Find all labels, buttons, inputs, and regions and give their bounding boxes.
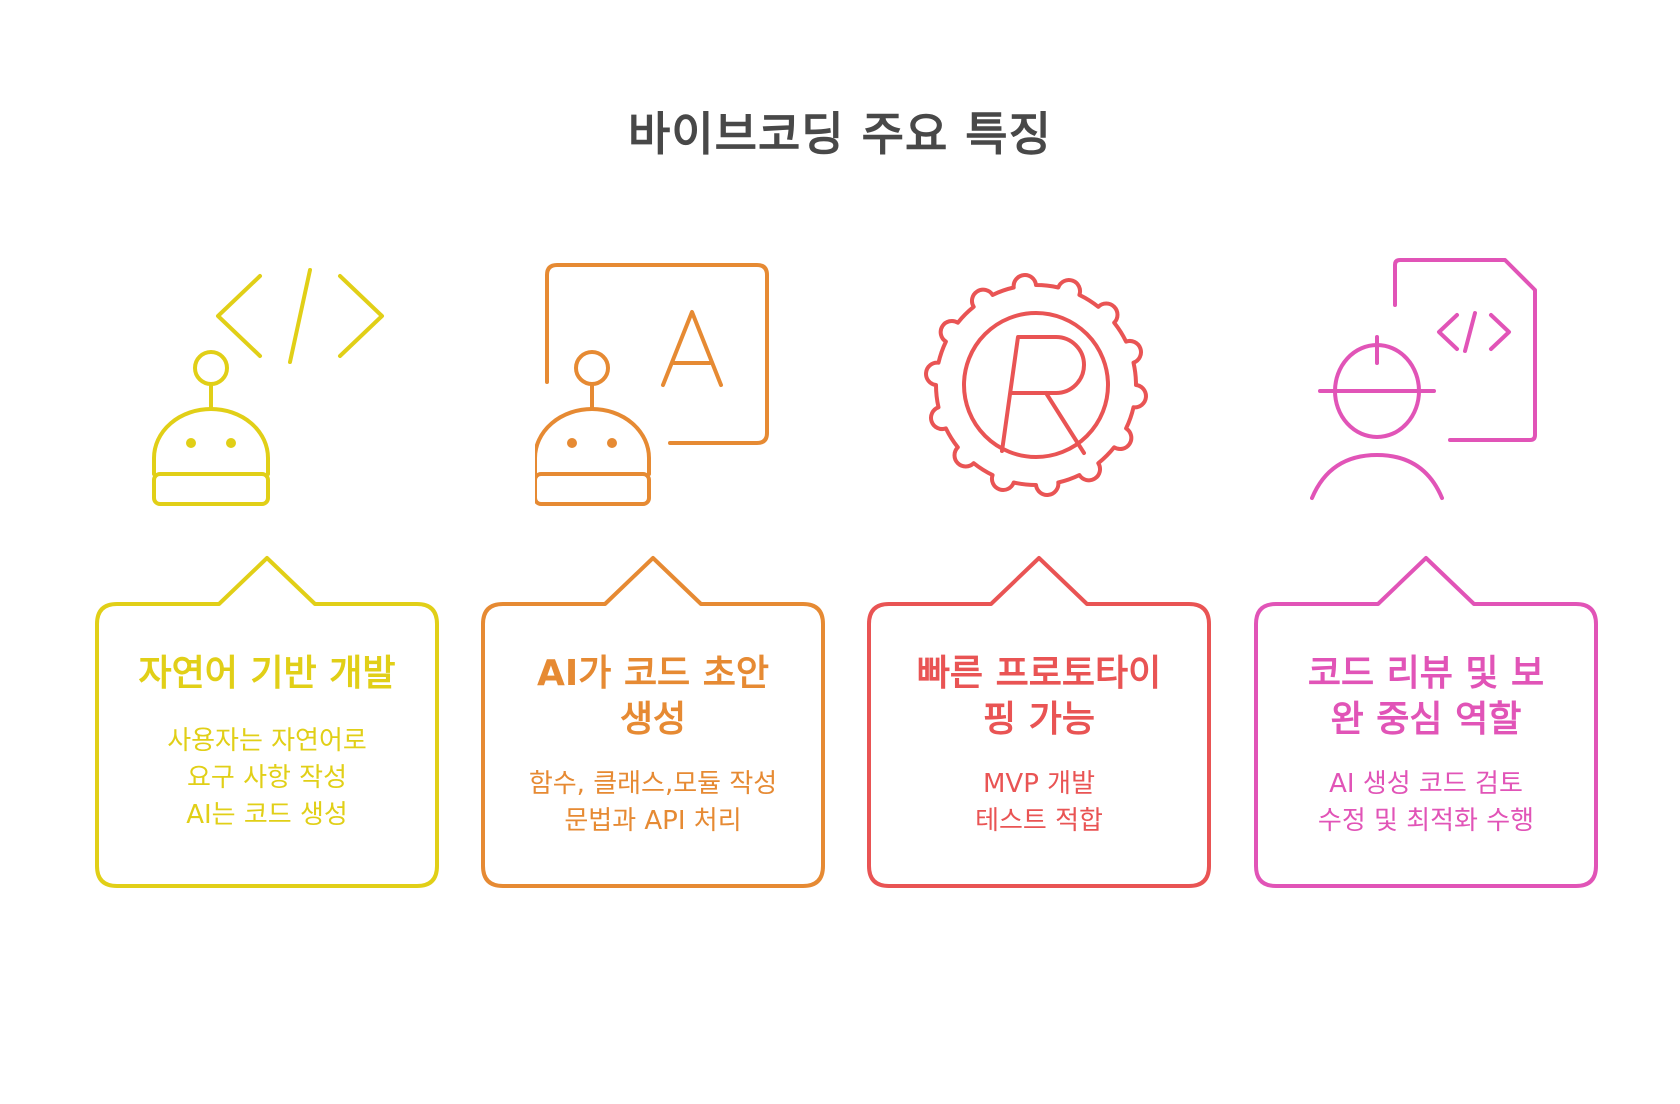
card-heading: 코드 리뷰 및 보 완 중심 역할 <box>1307 653 1545 740</box>
card-description: AI 생성 코드 검토 수정 및 최적화 수행 <box>1317 769 1535 836</box>
card-description: 함수, 클래스,모듈 작성 문법과 API 처리 <box>528 769 778 836</box>
robot-font-icon <box>533 255 775 515</box>
feature-card-rapid-prototyping: 빠른 프로토타이 핑 가능 MVP 개발 테스트 적합 <box>867 546 1211 896</box>
feature-card-ai-draft: AI가 코드 초안 생성 함수, 클래스,모듈 작성 문법과 API 처리 <box>481 546 825 896</box>
card-description: MVP 개발 테스트 적합 <box>975 769 1103 836</box>
robot-code-icon <box>147 255 387 515</box>
page-title: 바이브코딩 주요 특징 <box>628 107 1052 161</box>
card-heading: 자연어 기반 개발 <box>138 653 396 694</box>
card-heading: AI가 코드 초안 생성 <box>537 653 769 740</box>
feature-card-natural-language: 자연어 기반 개발 사용자는 자연어로 요구 사항 작성 AI는 코드 생성 <box>95 546 439 896</box>
feature-card-code-review: 코드 리뷰 및 보 완 중심 역할 AI 생성 코드 검토 수정 및 최적화 수… <box>1254 546 1598 896</box>
card-heading: 빠른 프로토타이 핑 가능 <box>916 653 1162 740</box>
card-description: 사용자는 자연어로 요구 사항 작성 AI는 코드 생성 <box>167 726 367 830</box>
gear-r-icon <box>916 255 1156 515</box>
developer-review-icon <box>1310 255 1550 515</box>
